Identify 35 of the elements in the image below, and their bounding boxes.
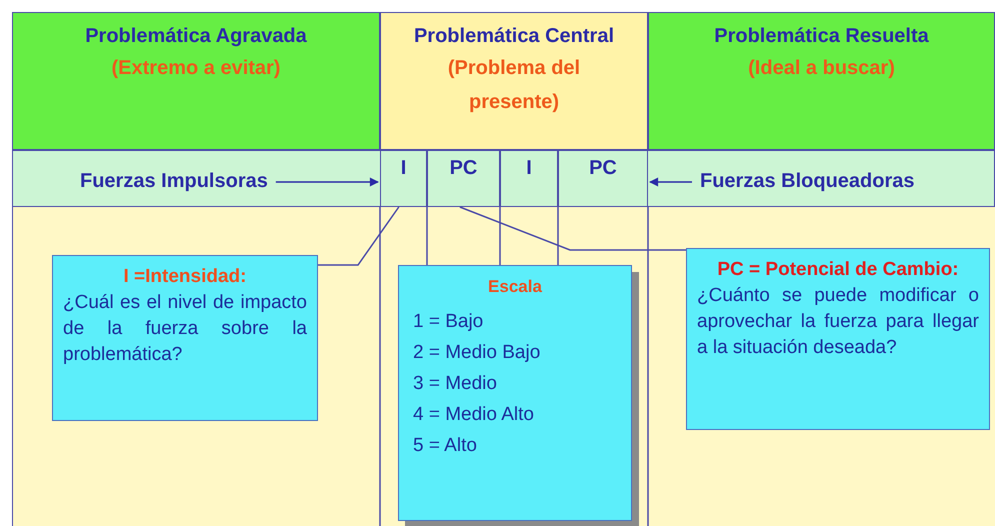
callout-text: ¿Cuánto se puede modificar o aprovechar la fuerza para llegar a la situación deseada? bbox=[697, 284, 979, 360]
header-subtitle: (Problema del presente) bbox=[446, 56, 582, 115]
callout-heading: I =Intensidad: bbox=[122, 265, 248, 289]
header-cell bbox=[12, 12, 380, 150]
row-label: Fuerzas Bloqueadoras bbox=[700, 169, 915, 194]
header-title: Problemática Resuelta bbox=[714, 24, 929, 49]
scale-item: 3 = Medio bbox=[413, 372, 498, 396]
column-header-cell bbox=[500, 150, 558, 207]
column-header-cell bbox=[380, 150, 427, 207]
leader-line bbox=[460, 206, 686, 251]
scale-item: 2 = Medio Bajo bbox=[413, 341, 542, 365]
row-label: Fuerzas Impulsoras bbox=[80, 169, 268, 194]
scale-item: 5 = Alto bbox=[413, 434, 478, 458]
column-label: I bbox=[400, 156, 406, 181]
scale-item: 4 = Medio Alto bbox=[413, 403, 535, 427]
scale-item: 1 = Bajo bbox=[413, 310, 484, 334]
header-title: Problemática Central bbox=[414, 24, 614, 49]
header-subtitle: (Extremo a evitar) bbox=[110, 56, 282, 81]
callout-heading: PC = Potencial de Cambio: bbox=[716, 258, 960, 282]
callout-heading: Escala bbox=[487, 276, 543, 298]
header-subtitle: (Ideal a buscar) bbox=[747, 56, 896, 81]
column-header-cell bbox=[558, 150, 648, 207]
header-title: Problemática Agravada bbox=[85, 24, 307, 49]
column-label: PC bbox=[450, 156, 478, 181]
header-cell bbox=[380, 12, 648, 150]
callout-box bbox=[686, 248, 990, 430]
header-cell bbox=[648, 12, 995, 150]
arrow bbox=[649, 178, 692, 186]
column-label: PC bbox=[589, 156, 617, 181]
callout-text: ¿Cuál es el nivel de impacto de la fuerza sobre la problemática? bbox=[63, 291, 307, 367]
column-header-cell bbox=[427, 150, 500, 207]
column-label: I bbox=[526, 156, 532, 181]
leader-line bbox=[318, 206, 400, 266]
callout-box bbox=[52, 255, 318, 421]
arrow bbox=[276, 178, 379, 186]
